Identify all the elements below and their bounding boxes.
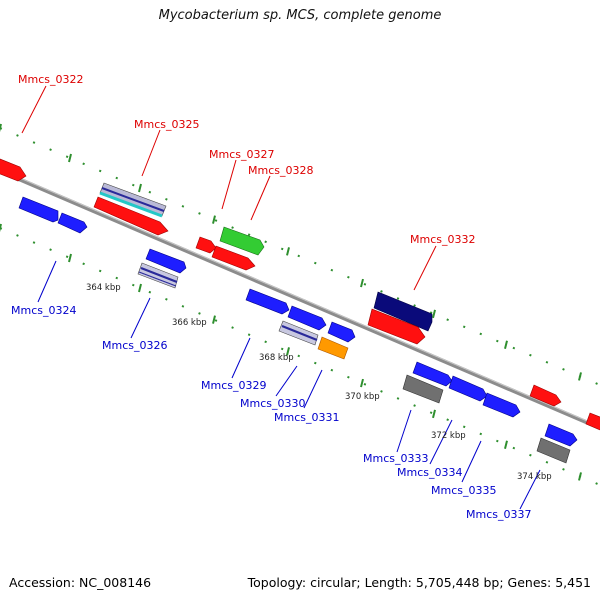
gene-mmcs-0328[interactable] (211, 245, 256, 271)
leader-mmcs-0327 (221, 159, 237, 210)
lower-tick-row (0, 227, 600, 486)
gene-mmcs-0330b[interactable] (327, 321, 356, 343)
gene-mmcs-0322[interactable] (0, 157, 27, 182)
label-mmcs-0337[interactable]: Mmcs_0337 (466, 508, 531, 521)
upper-major-tick (432, 309, 436, 319)
gene-mmcs-0325b[interactable] (99, 182, 167, 218)
label-mmcs-0334[interactable]: Mmcs_0334 (397, 466, 462, 479)
lower-major-tick (0, 223, 2, 233)
label-mmcs-0326[interactable]: Mmcs_0326 (102, 339, 167, 352)
gene-mmcs-0329b[interactable] (287, 305, 327, 331)
label-mmcs-0335[interactable]: Mmcs_0335 (431, 484, 496, 497)
leader-mmcs-0325 (141, 129, 161, 177)
gene-mmcs-0333b[interactable] (402, 374, 444, 404)
gene-mmcs-0334[interactable] (448, 375, 488, 402)
gene-mmcs-0333[interactable] (412, 361, 453, 387)
upper-major-tick (212, 215, 216, 224)
scale-label-364: 364 kbp (86, 283, 121, 293)
gene-red-right-1[interactable] (529, 384, 562, 407)
lower-major-tick (212, 315, 216, 324)
lower-major-tick (432, 409, 436, 419)
leader-mmcs-0326 (130, 297, 151, 339)
leader-mmcs-0333 (396, 409, 412, 453)
lower-major-tick (138, 283, 142, 293)
gene-mmcs-0337b[interactable] (536, 437, 571, 464)
gene-mmcs-0324b[interactable] (57, 212, 88, 234)
leader-mmcs-0324 (37, 260, 57, 303)
upper-major-tick (504, 340, 508, 349)
label-mmcs-0327[interactable]: Mmcs_0327 (209, 148, 274, 161)
upper-major-tick (138, 183, 142, 193)
leader-mmcs-0331 (303, 369, 323, 409)
label-mmcs-0332[interactable]: Mmcs_0332 (410, 233, 475, 246)
upper-major-tick (360, 278, 364, 288)
gene-mmcs-0326[interactable] (145, 248, 187, 274)
gene-mmcs-0326b[interactable] (137, 262, 179, 289)
label-mmcs-0333[interactable]: Mmcs_0333 (363, 452, 428, 465)
gene-mmcs-0330[interactable] (278, 320, 319, 346)
leader-mmcs-0322 (21, 85, 47, 134)
scale-label-372: 372 kbp (431, 431, 466, 441)
lower-major-tick (286, 347, 290, 356)
gene-mmcs-0332[interactable] (367, 308, 426, 345)
leader-mmcs-0335 (461, 440, 482, 483)
scale-label-370: 370 kbp (345, 392, 380, 402)
leader-mmcs-0328 (250, 175, 271, 221)
gene-mmcs-0327[interactable] (219, 226, 265, 256)
scale-label-374: 374 kbp (517, 472, 552, 482)
label-mmcs-0328[interactable]: Mmcs_0328 (248, 164, 313, 177)
gene-mmcs-0335[interactable] (482, 392, 521, 418)
label-mmcs-0324[interactable]: Mmcs_0324 (11, 304, 76, 317)
leader-mmcs-0329 (231, 337, 251, 379)
leader-mmcs-0332 (413, 245, 437, 291)
label-mmcs-0330[interactable]: Mmcs_0330 (240, 397, 305, 410)
scale-label-368: 368 kbp (259, 353, 294, 363)
genome-backbone (0, 169, 600, 430)
gene-mmcs-0327a[interactable] (195, 236, 217, 254)
gene-mmcs-0329[interactable] (245, 288, 290, 315)
label-mmcs-0325[interactable]: Mmcs_0325 (134, 118, 199, 131)
accession-text: Accession: NC_008146 (9, 575, 152, 590)
genome-backbone-highlight (0, 169, 600, 427)
gene-mmcs-0332-navy[interactable] (373, 291, 433, 332)
major-ticks (0, 123, 582, 481)
upper-major-tick (0, 123, 2, 133)
map-title: Mycobacterium sp. MCS, complete genome (158, 8, 442, 23)
gene-mmcs-0337[interactable] (544, 423, 578, 447)
upper-tick-row (0, 127, 600, 386)
leader-mmcs-0337 (519, 469, 541, 510)
lower-major-tick (504, 440, 508, 449)
gene-mmcs-0331[interactable] (317, 336, 349, 360)
upper-major-tick (286, 247, 290, 256)
gene-mmcs-0325[interactable] (93, 196, 169, 236)
lower-major-tick (578, 472, 582, 481)
topology-text: Topology: circular; Length: 5,705,448 bp… (247, 575, 591, 590)
upper-major-tick (578, 372, 582, 381)
upper-major-tick (68, 153, 72, 163)
gene-mmcs-0324[interactable] (18, 196, 59, 223)
lower-major-tick (68, 253, 72, 263)
gene-red-right-2[interactable] (585, 412, 600, 432)
leader-mmcs-0334 (429, 419, 453, 465)
label-mmcs-0331[interactable]: Mmcs_0331 (274, 411, 339, 424)
scale-label-366: 366 kbp (172, 318, 207, 328)
label-mmcs-0329[interactable]: Mmcs_0329 (201, 379, 266, 392)
label-mmcs-0322[interactable]: Mmcs_0322 (18, 73, 83, 86)
lower-major-tick (360, 378, 364, 388)
leader-mmcs-0330 (275, 365, 298, 397)
